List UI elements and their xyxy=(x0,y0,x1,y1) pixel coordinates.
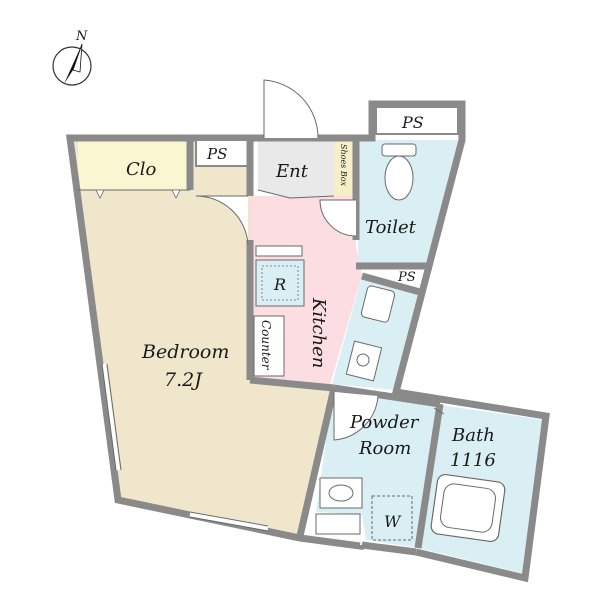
stove-burner xyxy=(356,353,370,367)
compass-needle xyxy=(64,44,82,84)
wall-powder-top xyxy=(333,384,441,408)
toilet-door[interactable] xyxy=(319,199,357,237)
toilet-bowl xyxy=(384,155,414,201)
refrigerator-outline xyxy=(261,265,299,301)
kitchen-stove xyxy=(345,340,383,382)
kitchen-shelf xyxy=(255,245,303,257)
entrance-step xyxy=(257,189,335,199)
bathtub-inner xyxy=(439,483,497,533)
compass-needle-light xyxy=(72,43,83,73)
outer-wall-bottom xyxy=(361,541,417,556)
kitchen-sink xyxy=(360,285,396,323)
ps-toilet-label: PS xyxy=(401,113,424,132)
outer-wall-top-right xyxy=(258,100,550,583)
ps-kitchen-area xyxy=(362,266,430,292)
toilet-label: Toilet xyxy=(365,217,417,238)
kitchen-label: Kitchen xyxy=(308,297,329,368)
shoes-box-area xyxy=(334,140,356,196)
compass: N xyxy=(52,29,92,86)
window-bottom-1 xyxy=(189,511,269,527)
washer-label: W xyxy=(384,512,402,531)
shoes-box-label: Shoes Box xyxy=(339,144,348,187)
window-bottom-2 xyxy=(189,516,269,532)
counter-box xyxy=(253,315,285,377)
ps-kitchen-label: PS xyxy=(397,270,416,285)
wall-bedroom-powder xyxy=(296,387,338,537)
entrance-door[interactable] xyxy=(263,79,319,139)
closet-area xyxy=(78,140,190,190)
counter-label: Counter xyxy=(259,320,273,371)
wall-kitchen-bottom xyxy=(249,376,335,392)
compass-ring xyxy=(52,46,92,86)
toilet-tank xyxy=(381,143,417,157)
wall-ps-kitchen xyxy=(361,272,421,296)
bedroom-alcove xyxy=(196,170,248,192)
ps-toilet-box xyxy=(375,106,459,135)
bath-label: Bath xyxy=(451,425,495,446)
refrigerator-space xyxy=(255,259,305,307)
washer-space xyxy=(371,495,413,541)
window-left-1 xyxy=(101,363,117,471)
powder-room-label-line1: Powder xyxy=(349,412,420,433)
compass-label: N xyxy=(75,29,88,44)
closet-label: Clo xyxy=(126,159,157,180)
bedroom-door[interactable] xyxy=(195,195,249,245)
bedroom-area xyxy=(74,138,333,535)
ps-top-box xyxy=(195,139,251,167)
window-bottom-gap xyxy=(189,511,269,531)
window-left-2 xyxy=(106,363,122,471)
closet-door-marker-left xyxy=(95,189,105,199)
bedroom-label: Bedroom xyxy=(141,341,229,363)
bedroom-size-label: 7.2J xyxy=(164,369,203,391)
powder-storage xyxy=(315,513,361,535)
entrance-area xyxy=(258,140,334,198)
window-left-gap xyxy=(102,363,120,471)
entrance-label: Ent xyxy=(275,161,309,182)
powder-room-door[interactable] xyxy=(333,392,379,441)
bath-door-mark xyxy=(433,407,445,415)
wash-basin xyxy=(328,484,354,502)
powder-room-label-line2: Room xyxy=(358,438,411,459)
closet-door-marker-right xyxy=(171,189,181,199)
bath-size-label: 1116 xyxy=(450,450,496,471)
refrigerator-label: R xyxy=(273,275,286,294)
ps-top-label: PS xyxy=(206,145,227,163)
wall-powder-bath xyxy=(414,403,444,549)
